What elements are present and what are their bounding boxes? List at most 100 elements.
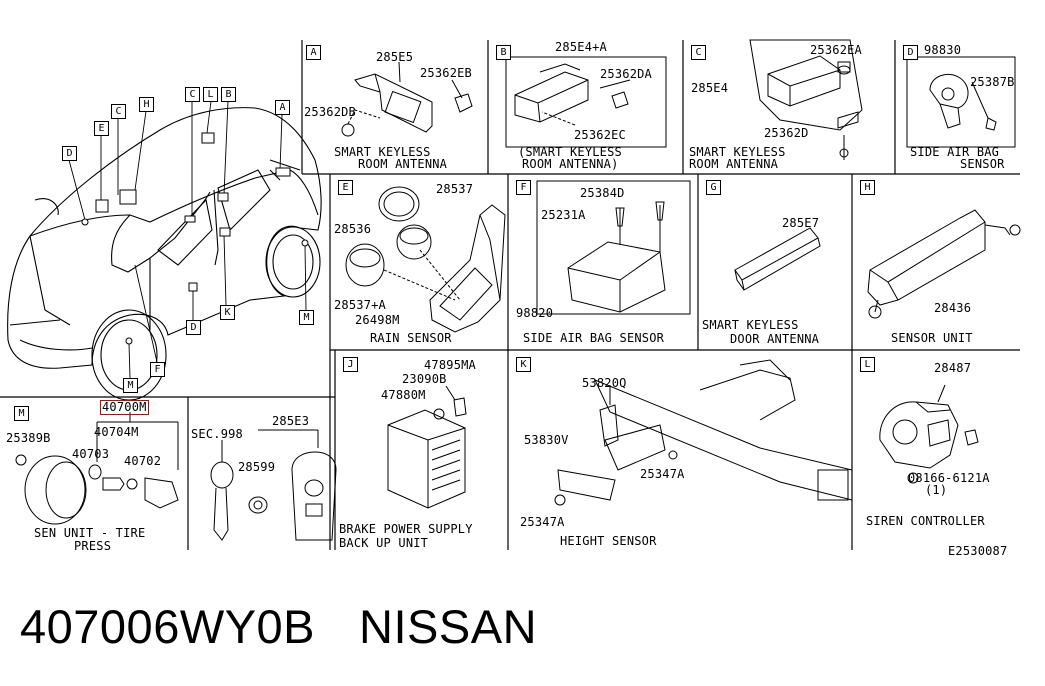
part-number: 25362EA: [810, 43, 862, 57]
caption-line-1: (SMART KEYLESS: [518, 145, 622, 159]
car-callout: C: [185, 87, 200, 102]
part-number: 98820: [516, 306, 554, 320]
caption-line-1: RAIN SENSOR: [370, 331, 452, 345]
part-drawing-a: [341, 61, 473, 137]
section-letter-l: L: [860, 357, 875, 372]
part-number: 25347A: [520, 515, 565, 529]
section-reference: SEC.998: [191, 427, 243, 441]
caption-line-1: SIDE AIR BAG: [910, 145, 1000, 159]
car-callout: B: [221, 87, 236, 102]
part-drawing-h: [867, 209, 1021, 319]
part-number: 98830: [924, 43, 962, 57]
part-drawing-j: [387, 385, 467, 509]
car-callout: H: [139, 97, 154, 112]
caption-line-2: ROOM ANTENNA: [358, 157, 448, 171]
caption-line-1: SEN UNIT - TIRE: [34, 526, 146, 540]
part-number: 26498M: [355, 313, 400, 327]
caption-line-2: DOOR ANTENNA: [730, 332, 820, 346]
car-callout: D: [186, 320, 201, 335]
caption-line-2: SENSOR: [960, 157, 1005, 171]
section-letter-h: H: [860, 180, 875, 195]
part-number: 28537+A: [334, 298, 386, 312]
part-drawing-l: [879, 384, 979, 484]
section-letter-b: B: [496, 45, 511, 60]
part-number: 25362DA: [600, 67, 652, 81]
part-number: 285E4: [691, 81, 729, 95]
part-drawing-key: [210, 429, 337, 541]
part-drawing-b: [505, 56, 667, 148]
part-drawing-e: [345, 186, 506, 333]
part-drawing-m: [15, 412, 179, 525]
part-number: 25362D: [764, 126, 809, 140]
car-callout: A: [275, 100, 290, 115]
part-number: 285E7: [782, 216, 820, 230]
section-letter-e: E: [338, 180, 353, 195]
caption-line-1: SIDE AIR BAG SENSOR: [523, 331, 665, 345]
part-drawing-g: [734, 227, 821, 291]
part-number: 285E4+A: [555, 40, 607, 54]
section-letter-a: A: [306, 45, 321, 60]
part-number: 25362EC: [574, 128, 626, 142]
part-number: (1): [925, 483, 948, 497]
part-number: 23090B: [402, 372, 447, 386]
car-callout-leaders: [68, 100, 307, 379]
vehicle-outline: [7, 107, 322, 401]
part-number: 28599: [238, 460, 276, 474]
car-callout: L: [203, 87, 218, 102]
section-grid-lines: [0, 40, 1020, 550]
caption-line-1: SMART KEYLESS: [689, 145, 786, 159]
part-number: 28536: [334, 222, 372, 236]
part-drawing-c: [749, 39, 863, 160]
caption-line-2: ROOM ANTENNA: [689, 157, 779, 171]
part-drawing-f: [536, 180, 691, 315]
part-number: 25389B: [6, 431, 51, 445]
part-number: 53830V: [524, 433, 569, 447]
part-number-title: 407006WY0B: [20, 600, 316, 653]
part-number: 47880M: [381, 388, 426, 402]
part-number: 47895MA: [424, 358, 476, 372]
section-letter-g: G: [706, 180, 721, 195]
part-number: 25384D: [580, 186, 625, 200]
part-number: 25347A: [640, 467, 685, 481]
highlighted-part-number: 40700M: [100, 400, 149, 415]
part-number: 285E5: [376, 50, 414, 64]
part-drawing-d: [906, 56, 1016, 148]
part-number: 08166-6121A: [908, 471, 990, 485]
part-number: 40702: [124, 454, 162, 468]
part-number: 285E3: [272, 414, 310, 428]
section-letter-j: J: [343, 357, 358, 372]
part-number: 25362DB: [304, 105, 356, 119]
section-letter-m: M: [14, 406, 29, 421]
car-small-parts: [81, 132, 309, 345]
car-callout: M: [299, 310, 314, 325]
part-number: 53820Q: [582, 376, 627, 390]
part-number: 28436: [934, 301, 972, 315]
caption-line-2: BACK UP UNIT: [339, 536, 429, 550]
car-callout: F: [150, 362, 165, 377]
brand-title: NISSAN: [359, 600, 538, 653]
part-drawing-k: [554, 359, 853, 506]
part-number: 25387B: [970, 75, 1015, 89]
car-callout: K: [220, 305, 235, 320]
part-number: 25231A: [541, 208, 586, 222]
part-number: 40703: [72, 447, 110, 461]
part-number: 28487: [934, 361, 972, 375]
car-callout: M: [123, 378, 138, 393]
caption-line-2: ROOM ANTENNA): [522, 157, 619, 171]
car-callout: D: [62, 146, 77, 161]
caption-line-2: PRESS: [74, 539, 112, 553]
caption-line-1: SMART KEYLESS: [334, 145, 431, 159]
section-letter-f: F: [516, 180, 531, 195]
section-letter-k: K: [516, 357, 531, 372]
caption-line-1: BRAKE POWER SUPPLY: [339, 522, 473, 536]
figure-id: E2530087: [948, 544, 1008, 558]
car-callout: C: [111, 104, 126, 119]
part-number: 25362EB: [420, 66, 472, 80]
product-title: 407006WY0B NISSAN: [20, 600, 537, 654]
section-letter-c: C: [691, 45, 706, 60]
caption-line-1: SENSOR UNIT: [891, 331, 973, 345]
caption-line-1: SIREN CONTROLLER: [866, 514, 985, 528]
caption-line-1: SMART KEYLESS: [702, 318, 799, 332]
